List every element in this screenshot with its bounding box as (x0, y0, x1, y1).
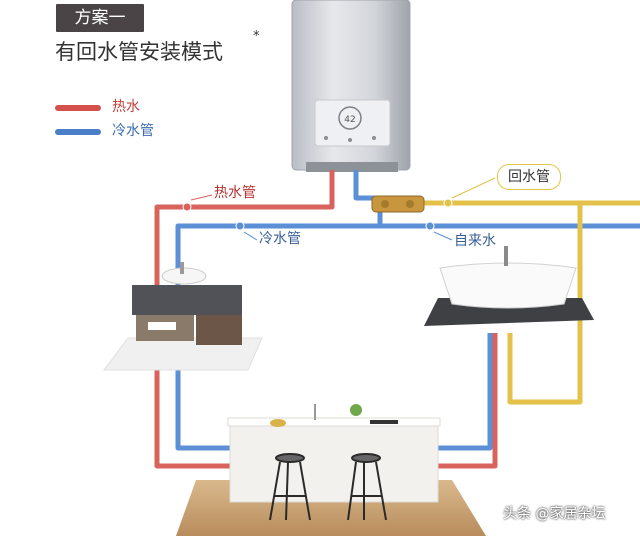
kitchen-island (176, 404, 486, 536)
mixing-valve (371, 195, 425, 213)
water-heater: 42 (291, 0, 411, 172)
hot-pipe-label: 热水管 (214, 185, 256, 201)
cold-label-dot (235, 221, 245, 231)
title-mark: * (253, 29, 260, 44)
diagram-title: 有回水管安装模式 (55, 40, 223, 64)
return-water-pipe (410, 200, 640, 405)
heater-display-value: 42 (344, 115, 355, 125)
cold-water-pipes (175, 170, 640, 451)
bathtub (424, 246, 594, 326)
return-pipe-label: 回水管 (497, 164, 561, 190)
hot-label-dot (182, 202, 192, 212)
heater-dial (338, 106, 362, 130)
stool-left (269, 453, 311, 521)
return-label-dot (443, 198, 453, 208)
legend-hot-label: 热水 (112, 99, 140, 115)
legend-cold-label: 冷水管 (112, 123, 154, 139)
stool-right (347, 453, 387, 521)
supply-pipe-label: 自来水 (454, 233, 496, 249)
cold-pipe-label: 冷水管 (259, 231, 301, 247)
watermark: 头条 @家居杂坛 (503, 506, 606, 522)
supply-label-dot (425, 221, 435, 231)
scheme-badge: 方案一 (56, 4, 144, 32)
bathroom-vanity (103, 262, 263, 371)
